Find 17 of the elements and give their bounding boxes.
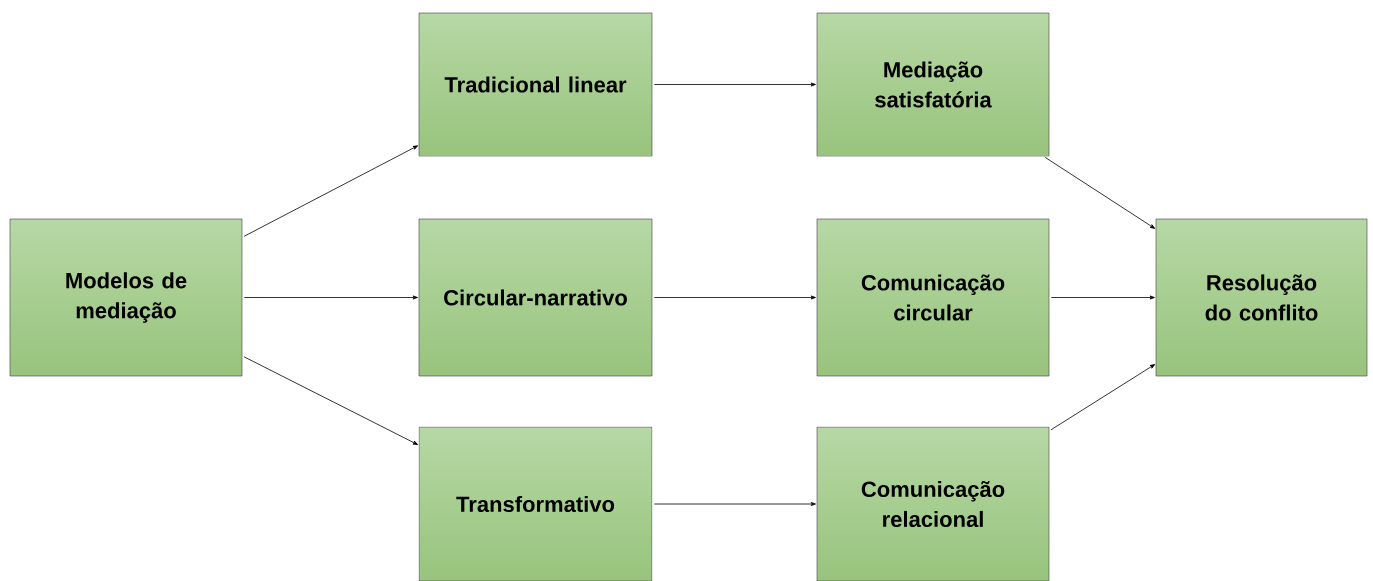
arrow [1050, 295, 1155, 300]
process-box: Comunicação relacional [816, 426, 1050, 581]
arrow [243, 356, 419, 445]
process-box: Modelos de mediação [9, 218, 243, 377]
process-box: Tradicional linear [418, 12, 653, 157]
arrow [243, 295, 418, 300]
arrow [1050, 364, 1156, 431]
process-box: Transformativo [418, 426, 653, 581]
arrow [653, 295, 816, 300]
arrow [243, 145, 419, 237]
process-box: Circular-narrativo [418, 218, 653, 377]
process-box: Resolução do conflito [1155, 218, 1368, 377]
arrow [653, 82, 816, 87]
process-box: Comunicação circular [816, 218, 1050, 377]
arrow [1044, 157, 1156, 229]
arrow [653, 502, 816, 506]
process-box: Mediação satisfatória [816, 12, 1050, 157]
